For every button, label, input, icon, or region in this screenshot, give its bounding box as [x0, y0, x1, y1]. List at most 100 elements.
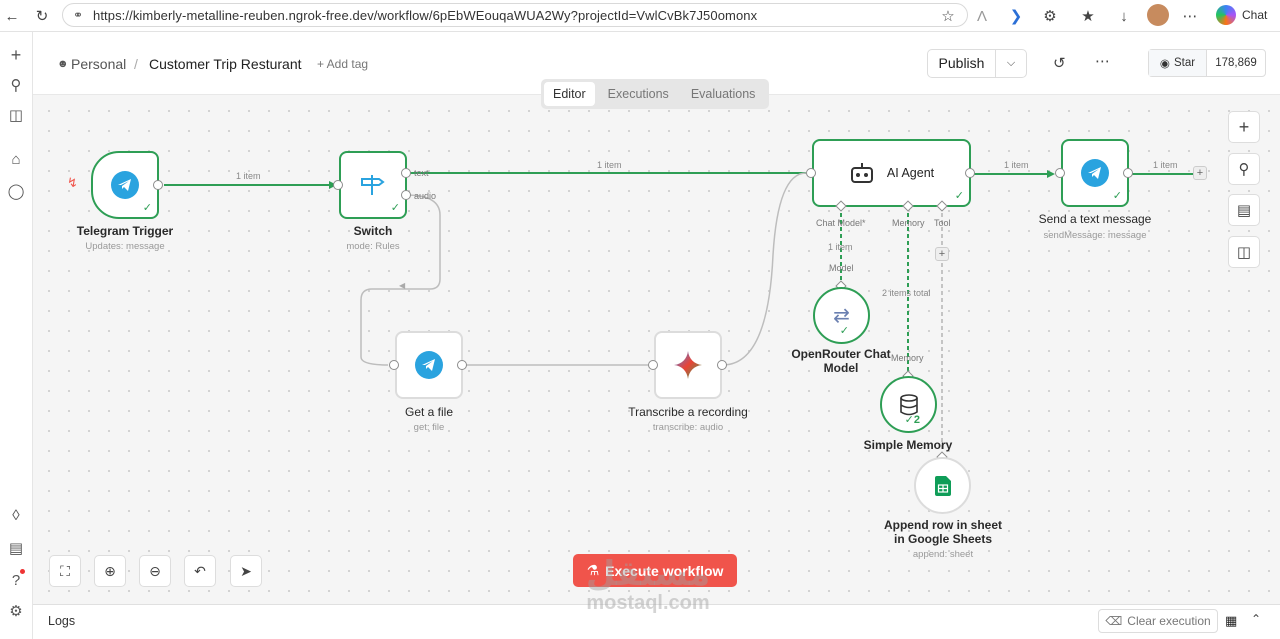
- chevron-up-icon[interactable]: ⌃: [1251, 612, 1262, 626]
- success-check-icon: ✓: [1112, 190, 1122, 202]
- tab-executions[interactable]: Executions: [607, 87, 669, 101]
- download-icon[interactable]: ↓: [1120, 7, 1128, 25]
- history-icon[interactable]: ↺: [1053, 55, 1066, 72]
- lock-icon: ⚭: [73, 8, 84, 22]
- output-port[interactable]: [457, 360, 467, 370]
- zoom-in-icon[interactable]: ⊕: [94, 555, 126, 587]
- node-get-file[interactable]: [395, 331, 463, 399]
- output-port[interactable]: [153, 180, 163, 190]
- node-telegram-trigger[interactable]: ✓: [91, 151, 159, 219]
- breadcrumb-separator: /: [134, 56, 138, 72]
- chevron-down-icon[interactable]: ⌵: [1006, 57, 1016, 69]
- url-text: https://kimberly-metalline-reuben.ngrok-…: [93, 7, 758, 23]
- github-star-widget[interactable]: ◉Star 178,869: [1148, 49, 1266, 77]
- node-title: Append row in sheet in Google Sheets: [883, 518, 1002, 546]
- breadcrumb-personal[interactable]: Personal: [71, 56, 127, 72]
- output-port-text[interactable]: [401, 168, 411, 178]
- input-port[interactable]: [1055, 168, 1065, 178]
- publish-button-group: Publish ⌵: [927, 49, 1027, 78]
- success-check-icon: ✓: [954, 190, 964, 202]
- output-port[interactable]: [717, 360, 727, 370]
- add-node-plus-icon[interactable]: +: [1228, 111, 1260, 143]
- copilot-icon: [1216, 5, 1236, 25]
- help-icon[interactable]: ?: [11, 571, 21, 589]
- logs-bar[interactable]: Logs ⌫ Clear execution ▦ ⌃: [33, 604, 1280, 639]
- plus-icon[interactable]: +: [10, 44, 22, 65]
- node-ai-agent[interactable]: AI Agent ✓: [812, 139, 971, 207]
- node-simple-memory[interactable]: ✓2: [880, 376, 937, 433]
- edge-label-agent-send: 1 item: [1004, 160, 1029, 170]
- output-port-audio[interactable]: [401, 190, 411, 200]
- address-bar[interactable]: ⚭ https://kimberly-metalline-reuben.ngro…: [62, 3, 968, 27]
- side-panel-icon[interactable]: ◫: [1228, 236, 1260, 268]
- templates-icon[interactable]: ◊: [12, 506, 20, 524]
- edge-label-trigger-switch: 1 item: [236, 171, 261, 181]
- workflow-canvas[interactable]: 1 item 1 item 1 item 1 item 1 item 2 ite…: [33, 95, 1280, 604]
- node-switch[interactable]: ✓: [339, 151, 407, 219]
- logs-label[interactable]: Logs: [48, 614, 76, 628]
- add-tool-button[interactable]: +: [935, 247, 949, 261]
- google-sheets-icon: [934, 475, 951, 496]
- node-openrouter[interactable]: ⇄ ✓: [813, 287, 870, 344]
- arrow-agent-send: [1047, 170, 1055, 178]
- edge-switch-getfile[interactable]: [360, 194, 441, 366]
- input-port[interactable]: [648, 360, 658, 370]
- workflow-name[interactable]: Customer Trip Resturant: [149, 56, 302, 72]
- extension-a-icon[interactable]: Λ: [976, 7, 988, 25]
- copilot-chat-button[interactable]: Chat: [1216, 5, 1267, 25]
- trash-icon: ⌫: [1105, 614, 1123, 628]
- insights-chart-icon[interactable]: ▤: [8, 540, 24, 557]
- add-tag-button[interactable]: + Add tag: [317, 57, 369, 71]
- input-port[interactable]: [333, 180, 343, 190]
- search-nodes-icon[interactable]: ⚲: [1228, 153, 1260, 185]
- output-port[interactable]: [1123, 168, 1133, 178]
- publish-button[interactable]: Publish: [928, 50, 996, 77]
- chat-icon[interactable]: ◯: [7, 183, 25, 200]
- search-icon[interactable]: ⚲: [10, 77, 22, 94]
- node-title: AI Agent: [886, 166, 935, 180]
- reload-icon[interactable]: ↻: [35, 8, 49, 25]
- more-options-icon[interactable]: ⋯: [1095, 53, 1110, 70]
- more-icon[interactable]: ⋯: [1182, 8, 1198, 25]
- left-sidebar: + ⚲ ◫ ⌂ ◯ ◊ ▤ ? ⚙: [0, 32, 33, 639]
- clear-execution-button[interactable]: ⌫ Clear execution: [1098, 609, 1218, 633]
- input-port[interactable]: [389, 360, 399, 370]
- home-icon[interactable]: ⌂: [11, 150, 21, 168]
- add-node-button[interactable]: +: [1193, 166, 1207, 180]
- input-port[interactable]: [806, 168, 816, 178]
- clear-label: Clear execution: [1127, 614, 1211, 628]
- gemini-sparkle-icon: [674, 351, 702, 379]
- undo-icon[interactable]: ↶: [184, 555, 216, 587]
- node-transcribe[interactable]: [654, 331, 722, 399]
- database-icon: [899, 393, 918, 415]
- sticky-note-icon[interactable]: ▤: [1228, 194, 1260, 226]
- edge-transcribe-agent[interactable]: [722, 172, 807, 366]
- node-subtitle: Updates: message: [85, 241, 165, 252]
- port-label-memory-sub: Memory: [891, 353, 924, 363]
- popout-icon[interactable]: ▦: [1225, 613, 1238, 628]
- tab-editor[interactable]: Editor: [544, 82, 595, 106]
- zoom-out-icon[interactable]: ⊖: [139, 555, 171, 587]
- port-label-model: Model: [829, 263, 854, 273]
- settings-gear-icon[interactable]: ⚙: [9, 603, 23, 620]
- port-label-audio: audio: [414, 191, 437, 201]
- extensions-puzzle-icon[interactable]: ⚙: [1043, 8, 1057, 25]
- output-port[interactable]: [965, 168, 975, 178]
- extension-wave-icon[interactable]: ❯: [1009, 8, 1023, 25]
- pointer-tidy-icon[interactable]: ➤: [230, 555, 262, 587]
- fit-view-icon[interactable]: ⛶: [49, 555, 81, 587]
- favorites-icon[interactable]: ★: [1081, 8, 1095, 25]
- node-title: Simple Memory: [863, 438, 953, 452]
- panel-toggle-icon[interactable]: ◫: [8, 107, 24, 124]
- node-google-sheets[interactable]: [914, 457, 971, 514]
- view-tabs: Editor Executions Evaluations: [541, 79, 769, 109]
- execute-workflow-button[interactable]: ⚗ Execute workflow: [573, 554, 737, 587]
- tab-evaluations[interactable]: Evaluations: [690, 87, 756, 101]
- favorite-star-icon[interactable]: ☆: [941, 8, 955, 25]
- back-icon[interactable]: ←: [4, 7, 20, 25]
- profile-avatar[interactable]: [1147, 4, 1169, 26]
- signpost-icon: [361, 175, 385, 195]
- node-send-message[interactable]: ✓: [1061, 139, 1129, 207]
- node-title: Get a file: [404, 405, 454, 419]
- port-label-tool: Tool: [934, 218, 951, 228]
